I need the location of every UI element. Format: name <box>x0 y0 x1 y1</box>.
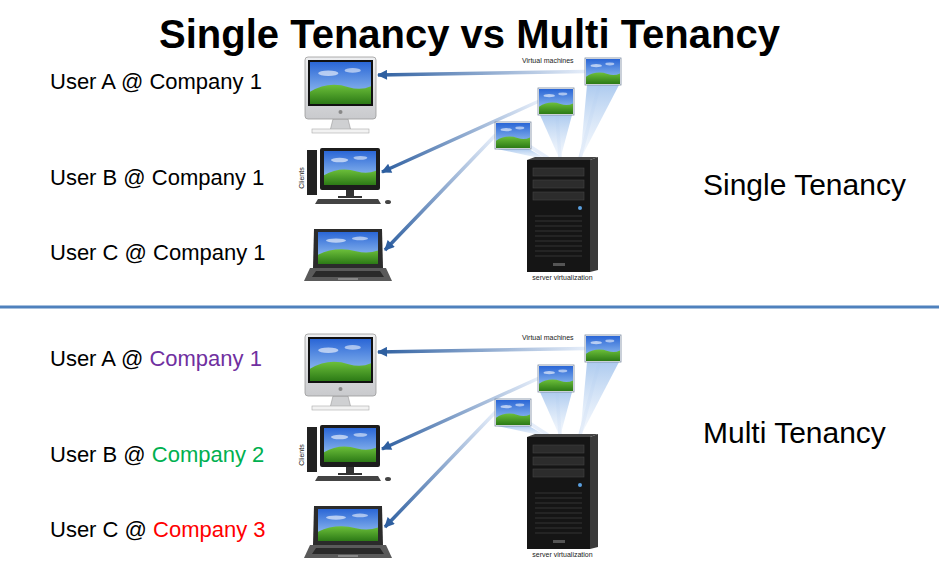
user-name: User B @ <box>50 165 146 190</box>
tenancy-heading: Single Tenancy <box>703 168 906 201</box>
user-label-holder: User A @Company 1 <box>50 69 262 95</box>
server-caption-holder: server virtualization <box>527 273 598 282</box>
label-holder: Virtual machines <box>522 333 574 342</box>
multi-tenancy-scene <box>304 334 621 558</box>
client-node: User B @Company 1 <box>45 147 382 191</box>
user-label-holder: User C @Company 3 <box>50 517 266 543</box>
company-name: Company 1 <box>153 240 266 265</box>
client-node: User C @Company 3 <box>45 504 385 546</box>
clients-caption: Clients <box>298 167 305 188</box>
clients-caption: Clients <box>298 444 305 465</box>
company-name: Company 3 <box>153 517 266 542</box>
section-divider <box>0 306 939 309</box>
user-label-holder: User A @Company 1 <box>50 346 262 372</box>
company-name: Company 1 <box>152 165 265 190</box>
company-name: Company 2 <box>152 442 265 467</box>
user-label-holder: User C @Company 1 <box>50 240 266 266</box>
label-holder: Single Tenancy <box>703 167 906 203</box>
server-node: server virtualization <box>527 158 598 282</box>
client-node: User B @Company 2 <box>45 424 382 468</box>
user-name: User A @ <box>50 69 143 94</box>
label-holder: Clients <box>297 167 306 188</box>
label-holder: Clients <box>297 444 306 465</box>
server-node: server virtualization <box>527 435 598 559</box>
label-holder: Virtual machines <box>522 56 574 65</box>
label-holder: Multi Tenancy <box>703 415 886 451</box>
title-holder: Single Tenancy vs Multi Tenancy <box>0 10 939 58</box>
single-tenancy-scene <box>304 57 621 281</box>
vm-caption: Virtual machines <box>522 57 574 64</box>
server-caption: server virtualization <box>532 551 592 558</box>
client-node: User A @Company 1 <box>45 57 378 119</box>
vm-caption: Virtual machines <box>522 334 574 341</box>
server-caption-holder: server virtualization <box>527 550 598 559</box>
company-name: Company 1 <box>149 69 262 94</box>
client-node: User C @Company 1 <box>45 227 385 269</box>
company-name: Company 1 <box>149 346 262 371</box>
user-name: User A @ <box>50 346 143 371</box>
user-name: User C @ <box>50 240 147 265</box>
user-name: User C @ <box>50 517 147 542</box>
diagram-title: Single Tenancy vs Multi Tenancy <box>159 12 780 56</box>
user-name: User B @ <box>50 442 146 467</box>
server-caption: server virtualization <box>532 274 592 281</box>
user-label-holder: User B @Company 2 <box>50 442 264 468</box>
client-node: User A @Company 1 <box>45 334 378 396</box>
tenancy-heading: Multi Tenancy <box>703 416 886 449</box>
user-label-holder: User B @Company 1 <box>50 165 264 191</box>
